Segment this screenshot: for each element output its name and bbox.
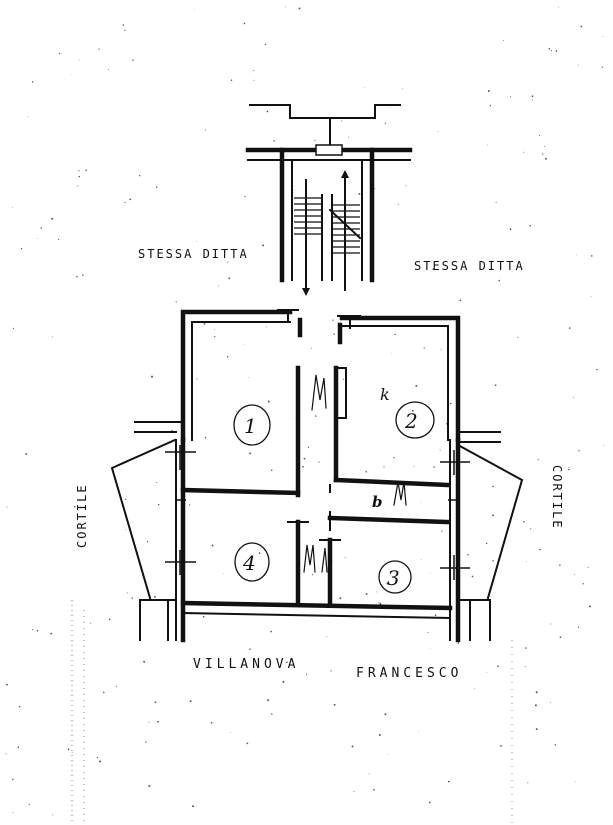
street-villanova-label: VILLANOVA — [193, 657, 299, 672]
stessa-ditta-left-label: STESSA DITTA — [138, 247, 249, 261]
room-1-marker: 1 — [233, 404, 271, 446]
kitchen-label: k — [380, 385, 390, 404]
scan-noise — [5, 6, 604, 816]
frame-dotted-lines — [71, 600, 513, 825]
top-stub — [249, 104, 401, 151]
apartment-walls — [110, 309, 524, 643]
stessa-ditta-right-label: STESSA DITTA — [414, 259, 525, 273]
stairwell — [245, 144, 413, 296]
room-3-number: 3 — [387, 566, 400, 590]
room-2-marker: 2 — [395, 401, 435, 439]
street-francesco-label: FRANCESCO — [356, 666, 462, 681]
room-4-number: 4 — [242, 551, 256, 575]
hatch-marks — [303, 374, 407, 573]
cortile-right-label: CORTILE — [550, 465, 564, 530]
room-1-number: 1 — [244, 414, 257, 438]
room-2-number: 2 — [404, 409, 418, 433]
bath-label: b — [372, 493, 383, 511]
room-3-marker: 3 — [378, 560, 412, 594]
cortile-left-label: CORTILE — [75, 483, 89, 548]
room-4-marker: 4 — [234, 542, 270, 582]
